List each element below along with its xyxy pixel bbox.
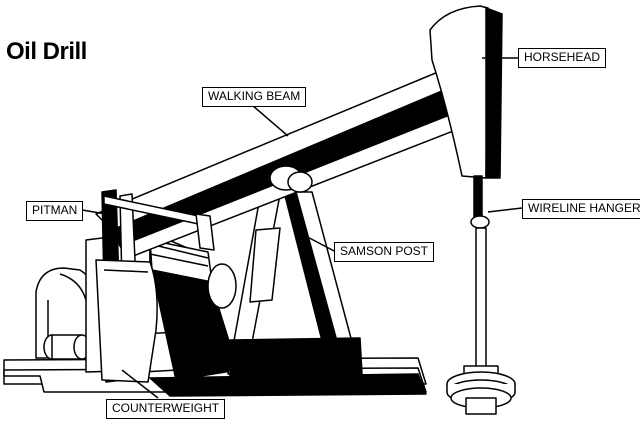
- label-horsehead: HORSEHEAD: [518, 48, 607, 68]
- label-counterweight: COUNTERWEIGHT: [106, 399, 226, 419]
- samson-post-shape: [227, 183, 363, 377]
- wireline: [470, 175, 490, 369]
- label-walking-beam: WALKING BEAM: [202, 87, 307, 107]
- label-pitman: PITMAN: [26, 201, 84, 221]
- diagram-title: Oil Drill: [6, 38, 87, 65]
- leader-lines: [81, 57, 523, 399]
- counterweight-shape: [95, 259, 158, 383]
- label-samson-post: SAMSON POST: [334, 242, 435, 262]
- leader-pitman: [81, 209, 107, 215]
- label-wireline-hanger: WIRELINE HANGER: [522, 199, 640, 219]
- wellhead: [446, 365, 516, 415]
- horsehead-shape: [429, 5, 503, 179]
- leader-counterweight: [121, 369, 159, 399]
- leader-samson-post: [297, 231, 337, 253]
- leader-walking-beam: [251, 104, 289, 137]
- crank-arm: [149, 239, 239, 381]
- leader-wireline-hanger: [487, 207, 523, 213]
